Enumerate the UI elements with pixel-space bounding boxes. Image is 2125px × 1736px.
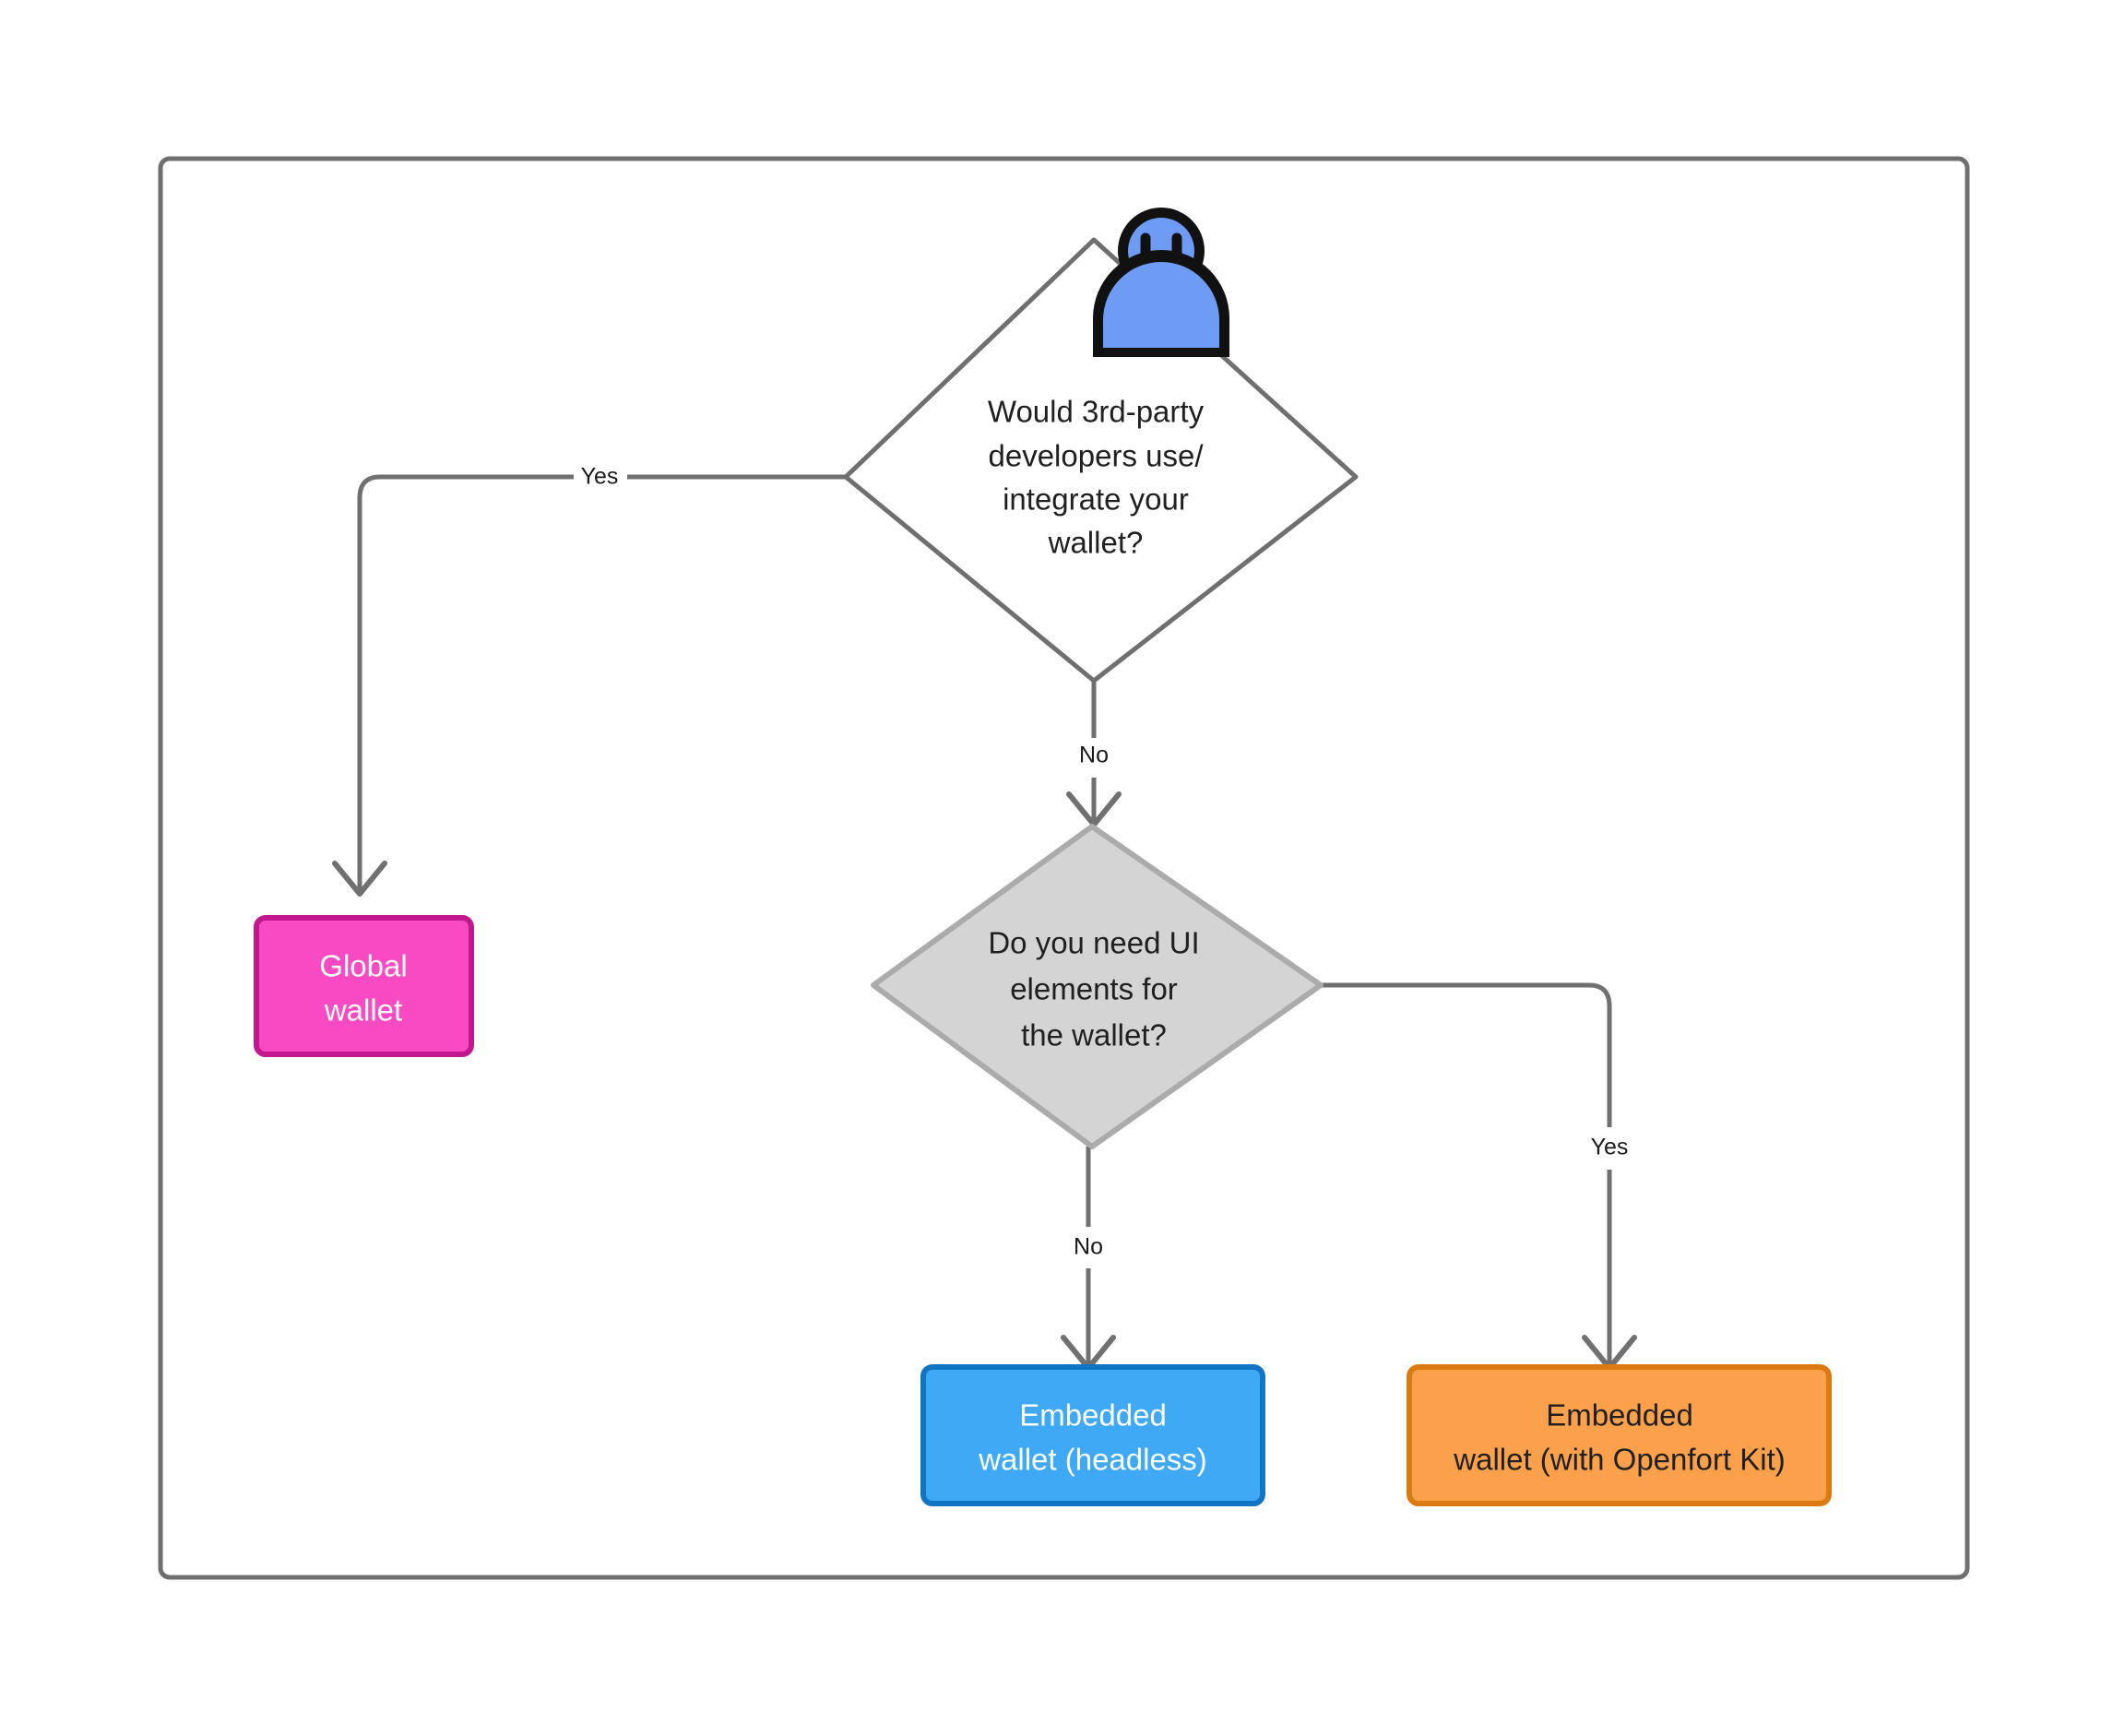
decision-ui-elements-shape: [871, 824, 1324, 1149]
edge-yes-global-seg-left: [357, 474, 574, 890]
decision-ui-elements-line-2: elements for: [1010, 972, 1178, 1006]
result-global-wallet-line-2: wallet: [324, 993, 402, 1028]
decision-ui-elements-line-1: Do you need UI: [988, 926, 1199, 960]
edge-label-yes-right: Yes: [1591, 1135, 1629, 1160]
edge-yes-kit: Yes: [1321, 982, 1637, 1371]
decision-third-party-shape: [843, 237, 1359, 684]
decision-third-party-line-3: integrate your: [1003, 482, 1189, 517]
edge-yes-global-arrowhead: [332, 861, 387, 897]
result-embedded-openfort-kit-line-1: Embedded: [1546, 1398, 1693, 1433]
edge-label-no-bottom: No: [1074, 1234, 1103, 1260]
decision-ui-elements-line-3: the wallet?: [1021, 1018, 1167, 1052]
result-embedded-headless-line-1: Embedded: [1019, 1398, 1167, 1433]
decision-third-party-line-2: developers use/: [989, 439, 1205, 473]
edge-no-ui: No: [1066, 680, 1122, 827]
edge-label-yes-top: Yes: [581, 464, 619, 490]
user-avatar-icon: [1093, 208, 1229, 357]
result-embedded-openfort-kit-line-2: wallet (with Openfort Kit): [1453, 1443, 1785, 1477]
result-embedded-openfort-kit[interactable]: Embedded wallet (with Openfort Kit): [1407, 1364, 1832, 1506]
decision-third-party[interactable]: Would 3rd-party developers use/ integrat…: [843, 237, 1359, 684]
edge-yes-kit-seg-upper: [1321, 982, 1612, 1127]
decision-third-party-line-1: Would 3rd-party: [988, 395, 1205, 429]
result-global-wallet-box: [254, 915, 474, 1057]
decision-third-party-line-4: wallet?: [1048, 526, 1144, 560]
result-embedded-openfort-kit-box: [1407, 1364, 1832, 1506]
result-global-wallet-line-1: Global: [319, 949, 407, 983]
result-embedded-headless-box: [920, 1364, 1265, 1506]
edge-yes-global: Yes: [332, 464, 846, 897]
result-embedded-headless[interactable]: Embedded wallet (headless): [920, 1364, 1265, 1506]
decision-ui-elements[interactable]: Do you need UI elements for the wallet?: [871, 824, 1324, 1149]
result-embedded-headless-line-2: wallet (headless): [978, 1443, 1207, 1477]
result-global-wallet[interactable]: Global wallet: [254, 915, 474, 1057]
edge-label-no-top: No: [1079, 743, 1109, 768]
